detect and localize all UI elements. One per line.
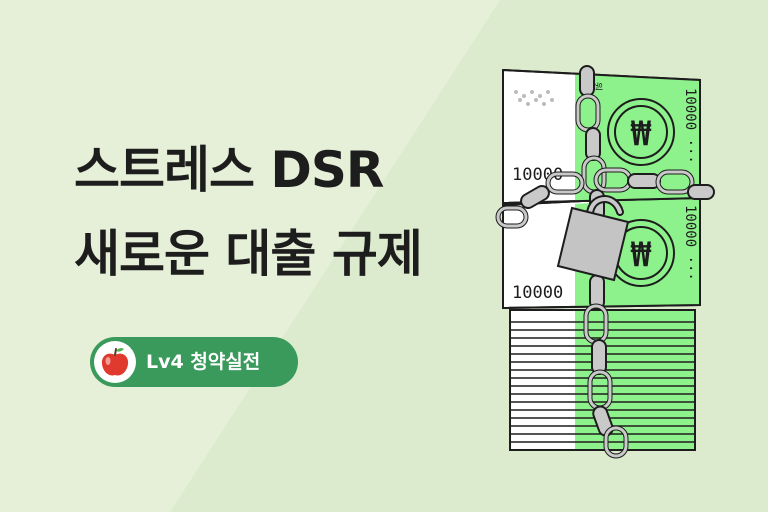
bill-stack <box>509 309 696 451</box>
bill-top-side-amount: 10000 ··· <box>682 88 698 164</box>
bill-bottom-amount: 10000 <box>512 283 563 303</box>
bill-top-unit: 원 <box>591 82 603 91</box>
title-line-2: 새로운 대출 규제 <box>74 225 423 283</box>
level-badge-label: Lv4 청약실전 <box>146 351 261 373</box>
title-line-1: 스트레스 DSR <box>74 141 384 199</box>
level-badge: Lv4 청약실전 <box>90 337 298 387</box>
apple-icon <box>94 341 136 383</box>
chain-icon <box>495 65 715 459</box>
bill-top-currency: ₩ <box>631 114 652 154</box>
bill-bottom-currency: ₩ <box>631 235 652 275</box>
bill-bottom-side-amount: 10000 ··· <box>682 205 698 281</box>
bill-top: ₩ 10000 원 10000 ··· <box>502 68 701 205</box>
padlock-icon <box>556 195 630 282</box>
